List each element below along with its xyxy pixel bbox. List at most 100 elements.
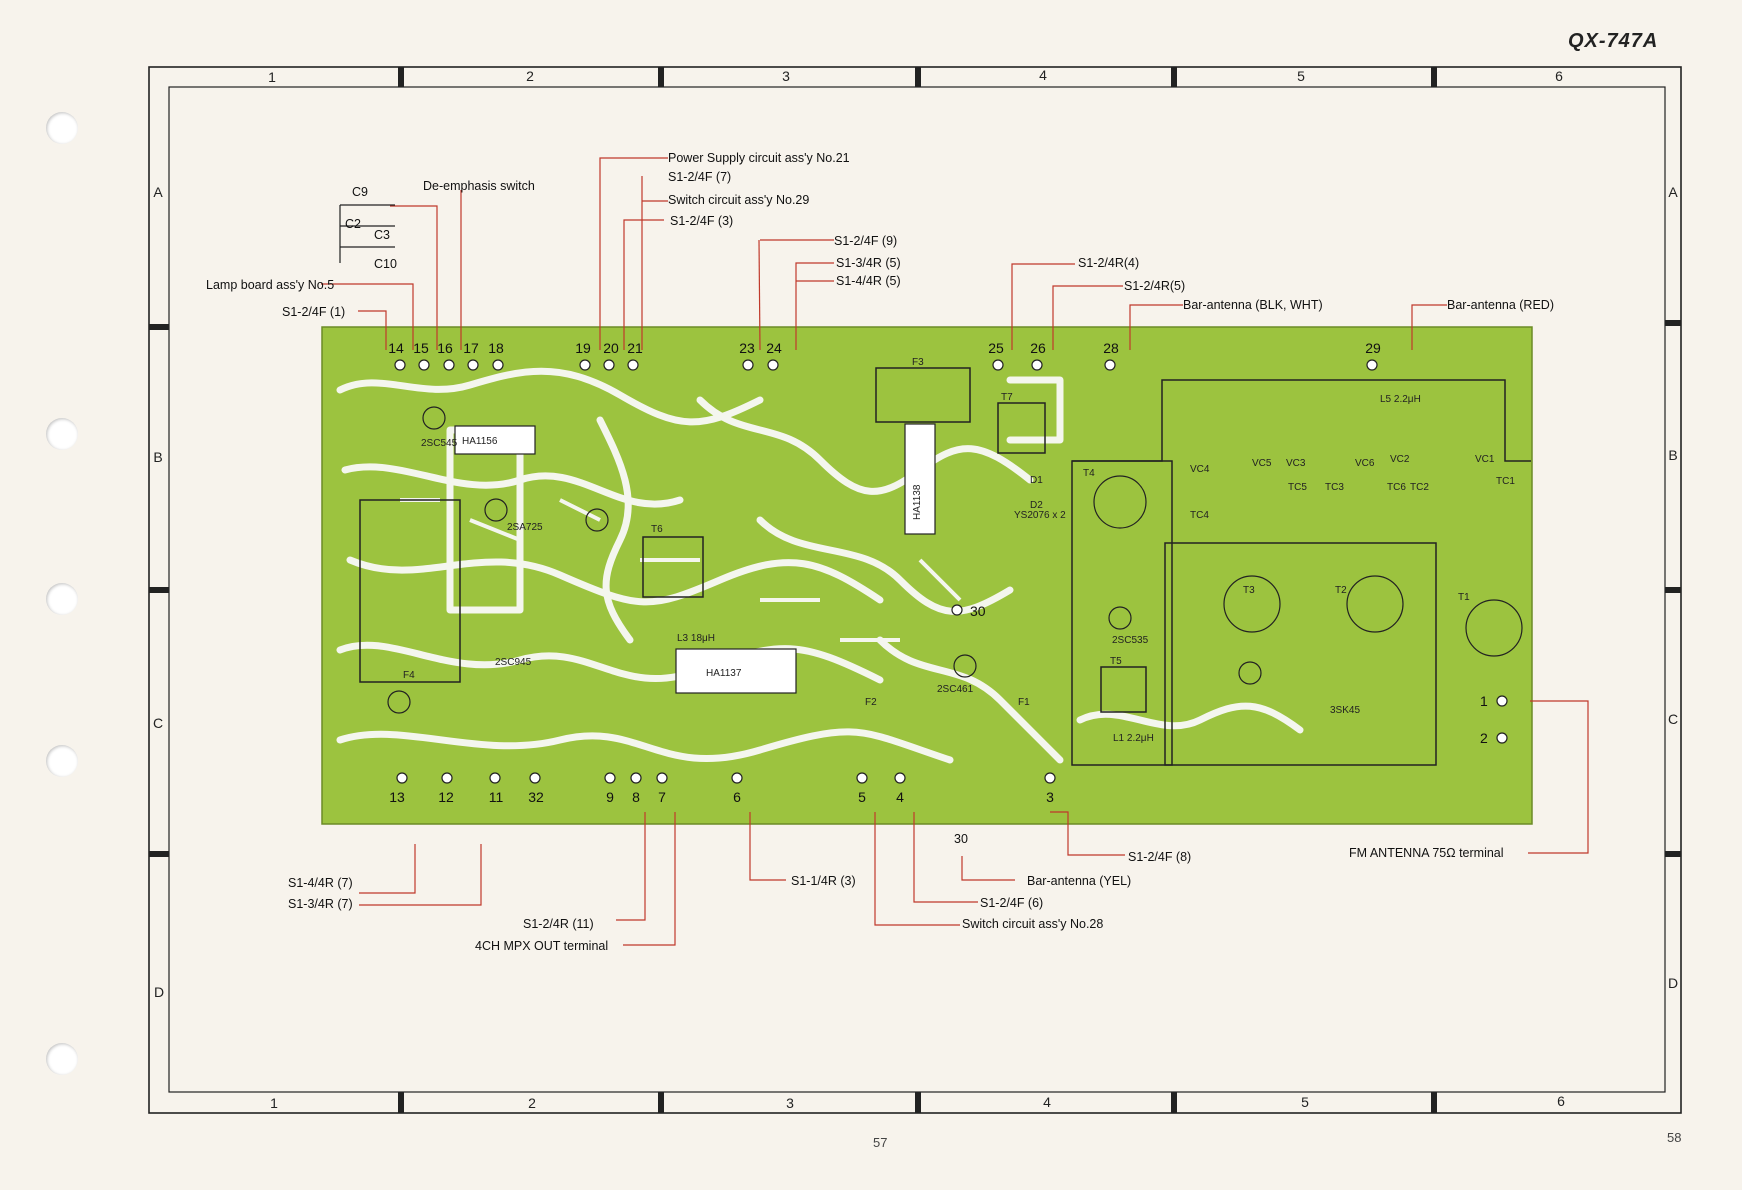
terminal-number: 28 <box>1103 340 1119 356</box>
terminal-labels-top: 14 15 16 17 18 19 20 21 23 24 25 26 28 2… <box>388 340 1381 356</box>
binder-hole <box>46 112 78 144</box>
callout-s1-3-4r-7: S1-3/4R (7) <box>288 897 353 911</box>
terminal-number: 3 <box>1046 789 1054 805</box>
trimmer-label: VC5 <box>1252 458 1272 469</box>
terminal-number: 30 <box>970 603 986 619</box>
trimmer-label: VC1 <box>1475 454 1495 465</box>
callout-s1-2-4r-5: S1-2/4R(5) <box>1124 279 1185 293</box>
callout-mpx-out: 4CH MPX OUT terminal <box>475 939 608 953</box>
row-label: B <box>153 449 162 465</box>
terminal-number: 6 <box>733 789 741 805</box>
terminal-number: 11 <box>489 789 504 805</box>
terminal-number: 7 <box>658 789 666 805</box>
terminal-number: 19 <box>575 340 591 356</box>
binder-hole <box>46 745 78 777</box>
callout-s1-2-4f-7: S1-2/4F (7) <box>668 170 731 184</box>
terminal-number: 26 <box>1030 340 1046 356</box>
callout-bar-yel: Bar-antenna (YEL) <box>1027 874 1131 888</box>
filter-label: F1 <box>1018 697 1030 708</box>
callout-lamp-board: Lamp board ass'y No.5 <box>206 278 334 292</box>
transistor-label: 2SC945 <box>495 657 532 668</box>
cap-label: C3 <box>374 228 390 242</box>
cap-label: C9 <box>352 185 368 199</box>
terminal-number: 23 <box>739 340 755 356</box>
terminal-number: 8 <box>632 789 640 805</box>
binder-hole <box>46 418 78 450</box>
inductor-label: L5 2.2μH <box>1380 394 1421 405</box>
diode-label: D2 <box>1030 500 1043 511</box>
terminal-number: 24 <box>766 340 782 356</box>
callout-switch-29: Switch circuit ass'y No.29 <box>668 193 809 207</box>
terminal-number: 1 <box>1480 693 1488 709</box>
row-label: D <box>1668 975 1678 991</box>
callout-bar-red: Bar-antenna (RED) <box>1447 298 1554 312</box>
trimmer-label: TC1 <box>1496 476 1515 487</box>
col-label: 1 <box>270 1095 278 1111</box>
terminal-number: 25 <box>988 340 1004 356</box>
callout-bar-blk-wht: Bar-antenna (BLK, WHT) <box>1183 298 1323 312</box>
terminal-number: 12 <box>438 789 454 805</box>
row-label: C <box>153 715 163 731</box>
filter-label: F2 <box>865 697 877 708</box>
trimmer-label: VC4 <box>1190 464 1210 475</box>
trimmer-label: VC2 <box>1390 454 1410 465</box>
terminal-labels-bottom: 13 12 11 32 9 8 7 6 5 4 3 <box>389 789 1054 805</box>
inductor-label: L1 2.2μH <box>1113 733 1154 744</box>
transistor-label: 2SC461 <box>937 684 974 695</box>
filter-label: F3 <box>912 357 924 368</box>
pcb-board <box>321 326 1533 825</box>
ic-label: HA1137 <box>706 668 742 679</box>
callout-fm-antenna: FM ANTENNA 75Ω terminal <box>1349 846 1504 860</box>
ic-packages <box>454 423 936 694</box>
row-label: A <box>1668 184 1678 200</box>
callout-s1-2-4f-1: S1-2/4F (1) <box>282 305 345 319</box>
cap-label: C10 <box>374 257 397 271</box>
row-label: C <box>1668 711 1678 727</box>
col-label: 4 <box>1043 1094 1051 1110</box>
callout-de-emphasis: De-emphasis switch <box>423 179 535 193</box>
callout-s1-1-4r-3: S1-1/4R (3) <box>791 874 856 888</box>
trimmer-label: TC5 <box>1288 482 1307 493</box>
col-label: 6 <box>1555 68 1563 84</box>
terminal-number: 18 <box>488 340 504 356</box>
ic-label: HA1156 <box>462 436 498 447</box>
terminal-number: 20 <box>603 340 619 356</box>
trimmer-label: TC3 <box>1325 482 1344 493</box>
page-number-left: 57 <box>873 1135 888 1150</box>
trimmer-label: TC2 <box>1410 482 1429 493</box>
coil-label: T3 <box>1243 585 1255 596</box>
callout-texts: Power Supply circuit ass'y No.21 S1-2/4F… <box>206 151 1554 953</box>
model-number: QX-747A <box>1568 30 1659 52</box>
page-number-right: 58 <box>1667 1130 1682 1145</box>
trimmer-label: VC3 <box>1286 458 1306 469</box>
callout-power-supply: Power Supply circuit ass'y No.21 <box>668 151 850 165</box>
col-label: 1 <box>268 69 276 85</box>
binder-hole <box>46 583 78 615</box>
terminal-number: 15 <box>413 340 429 356</box>
terminal-labels-right: 1 2 30 <box>970 603 1488 746</box>
transistor-label: 3SK45 <box>1330 705 1360 716</box>
inductor-label: L3 18μH <box>677 633 715 644</box>
terminal-number: 9 <box>606 789 614 805</box>
coil-label: T1 <box>1458 592 1470 603</box>
transistor-label: 2SA725 <box>507 522 543 533</box>
row-label: B <box>1668 447 1677 463</box>
col-label: 5 <box>1301 1094 1309 1110</box>
terminal-number: 13 <box>389 789 405 805</box>
transistor-label: 2SC545 <box>421 438 458 449</box>
terminal-number: 21 <box>627 340 643 356</box>
callout-s1-2-4r-11: S1-2/4R (11) <box>523 917 594 931</box>
col-label: 3 <box>782 68 790 84</box>
coil-label: T2 <box>1335 585 1347 596</box>
callout-s1-2-4f-6: S1-2/4F (6) <box>980 896 1043 910</box>
filter-label: F4 <box>403 670 415 681</box>
col-label: 6 <box>1557 1093 1565 1109</box>
coil-label: T5 <box>1110 656 1122 667</box>
pcb-traces <box>336 367 1304 764</box>
col-label: 2 <box>528 1095 536 1111</box>
terminal-number: 16 <box>437 340 453 356</box>
terminal-number: 14 <box>388 340 404 356</box>
col-label: 3 <box>786 1095 794 1111</box>
col-label: 5 <box>1297 68 1305 84</box>
